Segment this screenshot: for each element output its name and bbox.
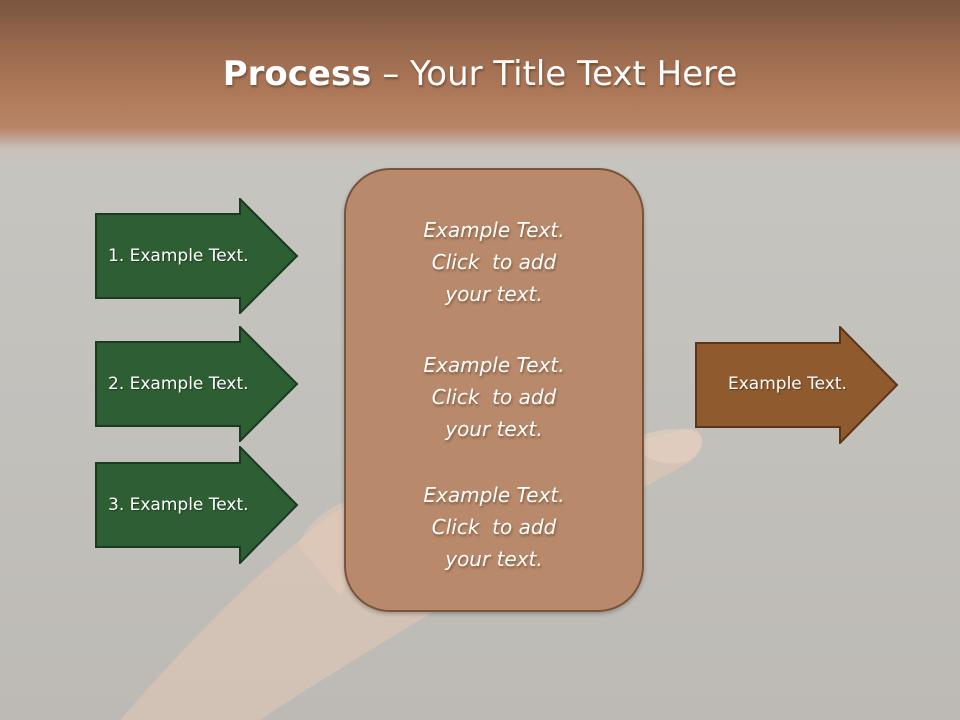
center-block-2-line-1: Example Text. (423, 353, 565, 377)
center-block-1-line-3: your text. (445, 282, 543, 306)
left-arrow-3[interactable]: 3. Example Text. (95, 444, 299, 566)
right-arrow-label: Example Text. (728, 374, 847, 394)
arrow-shape (95, 196, 299, 316)
title-rest-part: – Your Title Text Here (371, 54, 738, 94)
left-arrow-1[interactable]: 1. Example Text. (95, 196, 299, 316)
header-band (0, 0, 960, 165)
center-block-1-line-2: Click to add (431, 250, 557, 274)
arrow-shape (95, 324, 299, 444)
center-block-2-line-3: your text. (445, 417, 543, 441)
left-arrow-1-label: 1. Example Text. (108, 246, 249, 266)
center-block-3-line-3: your text. (445, 547, 543, 571)
center-text-box[interactable]: Example Text. Click to add your text. Ex… (344, 168, 644, 612)
left-arrow-2-label: 2. Example Text. (108, 374, 249, 394)
center-block-2: Example Text. Click to add your text. (346, 349, 642, 445)
slide-title[interactable]: Process – Your Title Text Here (0, 50, 960, 98)
center-block-3-line-1: Example Text. (423, 483, 565, 507)
center-block-2-line-2: Click to add (431, 385, 557, 409)
arrow-shape (95, 444, 299, 566)
center-block-3: Example Text. Click to add your text. (346, 479, 642, 575)
right-arrow[interactable]: Example Text. (695, 324, 899, 446)
center-block-1-line-1: Example Text. (423, 218, 565, 242)
center-block-3-line-2: Click to add (431, 515, 557, 539)
center-block-1: Example Text. Click to add your text. (346, 214, 642, 310)
left-arrow-3-label: 3. Example Text. (108, 495, 249, 515)
arrow-shape (695, 324, 899, 446)
title-bold-part: Process (222, 54, 372, 94)
left-arrow-2[interactable]: 2. Example Text. (95, 324, 299, 444)
